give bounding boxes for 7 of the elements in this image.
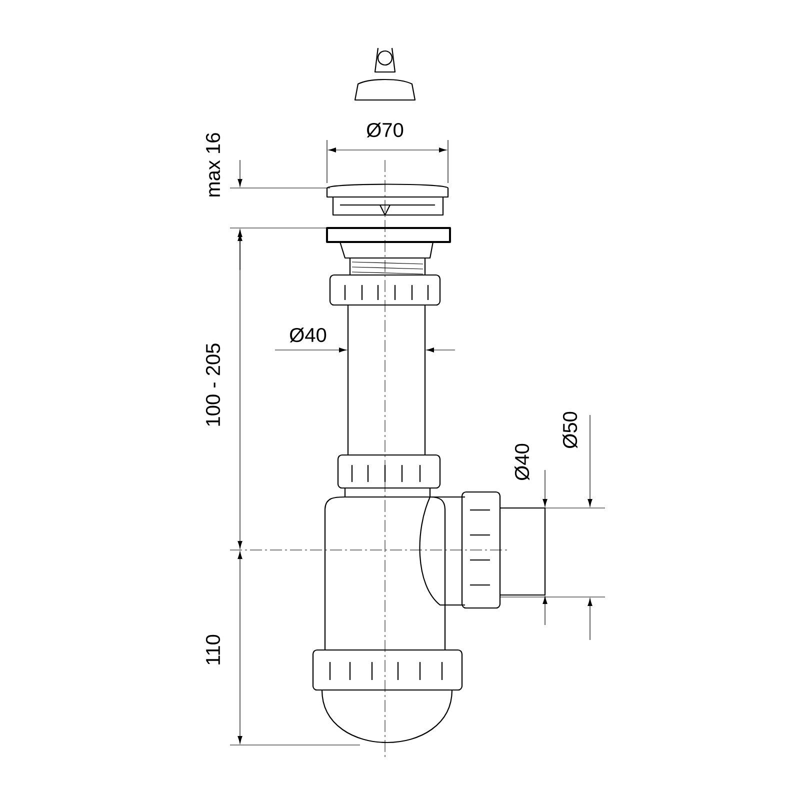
dimension-label: Ø70	[366, 122, 404, 138]
dimension-label: Ø40	[290, 328, 326, 342]
dimension-label: Ø50	[562, 412, 578, 448]
dimension-label: 110	[206, 634, 220, 664]
dimension-label: Ø40	[514, 444, 530, 480]
dimension-label: max 16	[206, 133, 220, 196]
dimension-label: 100 - 205	[206, 344, 220, 426]
